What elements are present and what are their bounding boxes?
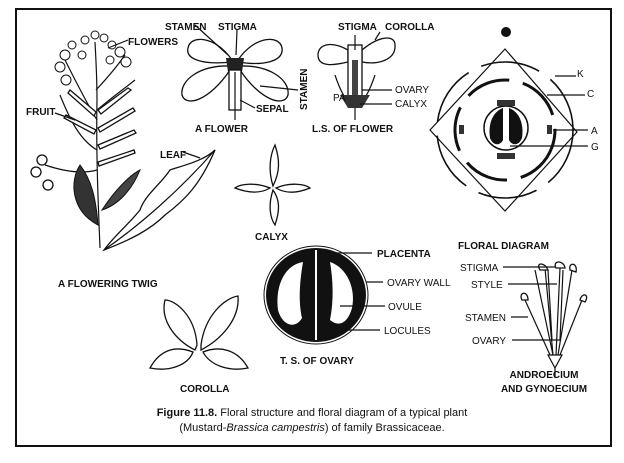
flowering-twig-drawing xyxy=(30,30,216,252)
title-androecium-line1: ANDROECIUM xyxy=(510,370,579,381)
title-floral-diagram: FLORAL DIAGRAM xyxy=(458,241,549,252)
label-placenta: PLACENTA xyxy=(377,249,431,260)
title-corolla: COROLLA xyxy=(180,384,229,395)
label-flower-stigma: STIGMA xyxy=(218,22,257,33)
caption-text-2b: ) of family Brassicaceae. xyxy=(325,422,445,434)
caption-line1: Figure 11.8. Floral structure and floral… xyxy=(157,407,468,419)
label-k: K xyxy=(577,69,584,80)
caption-line2: (Mustard-Brassica campestris) of family … xyxy=(179,422,444,434)
label-ls-stigma: STIGMA xyxy=(338,22,377,33)
label-flower-stamen-side: STAMEN xyxy=(299,69,310,110)
title-androecium-line2: AND GYNOECIUM xyxy=(501,384,587,395)
label-leaf: LEAF xyxy=(160,150,186,161)
flower-drawing xyxy=(181,24,299,120)
title-calyx: CALYX xyxy=(255,232,288,243)
label-ls-ovary: OVARY xyxy=(395,85,429,96)
label-ls-petal-partial: PA xyxy=(333,93,346,104)
label-andro-stigma: STIGMA xyxy=(460,263,499,274)
label-flowers: FLOWERS xyxy=(128,37,178,48)
label-locules: LOCULES xyxy=(384,326,431,337)
caption-text-1: Floral structure and floral diagram of a… xyxy=(217,407,467,419)
mother-axis-icon xyxy=(501,27,511,37)
title-ts-of-ovary: T. S. OF OVARY xyxy=(280,356,354,367)
label-andro-stamen: STAMEN xyxy=(465,313,506,324)
figure-frame xyxy=(15,8,612,447)
ls-flower-drawing xyxy=(317,31,396,120)
title-ls-of-flower: L.S. OF FLOWER xyxy=(312,124,394,135)
title-a-flower: A FLOWER xyxy=(195,124,249,135)
label-g: G xyxy=(591,142,599,153)
label-c: C xyxy=(587,89,594,100)
androecium-gynoecium-drawing xyxy=(503,261,588,378)
label-andro-style: STYLE xyxy=(471,280,503,291)
caption-species: Brassica campestris xyxy=(226,422,325,434)
label-ls-corolla: COROLLA xyxy=(385,22,434,33)
label-ovary-wall: OVARY WALL xyxy=(387,278,451,289)
title-flowering-twig: A FLOWERING TWIG xyxy=(58,279,158,290)
label-andro-ovary: OVARY xyxy=(472,336,506,347)
ts-ovary-drawing xyxy=(263,245,385,345)
label-ovule: OVULE xyxy=(388,302,422,313)
caption-figure-number: Figure 11.8. xyxy=(157,407,218,419)
corolla-drawing xyxy=(148,295,250,370)
caption-text-2a: (Mustard- xyxy=(179,422,226,434)
calyx-drawing xyxy=(233,143,312,227)
label-sepal: SEPAL xyxy=(256,104,289,115)
label-a: A xyxy=(591,126,598,137)
label-fruit: FRUIT xyxy=(26,107,55,118)
floral-diagram-drawing xyxy=(429,27,588,212)
label-flower-stamen: STAMEN xyxy=(165,22,206,33)
label-ls-calyx: CALYX xyxy=(395,99,427,110)
